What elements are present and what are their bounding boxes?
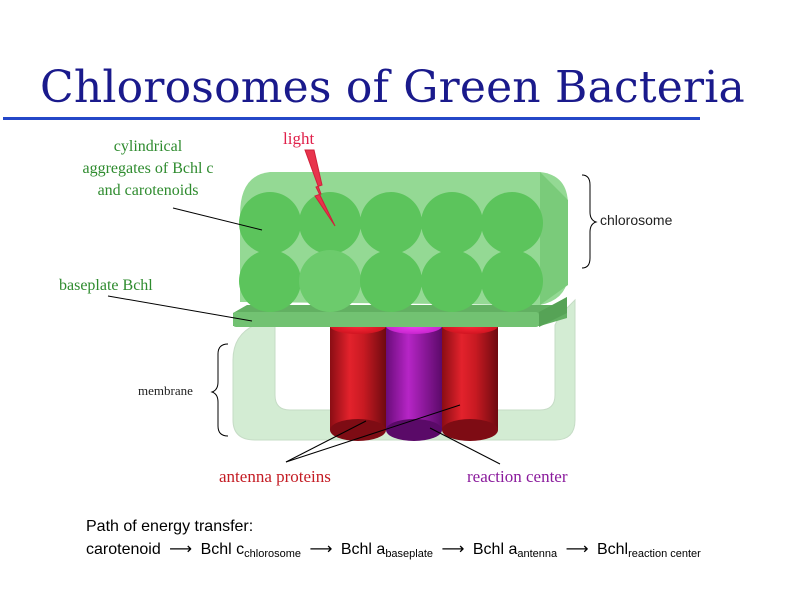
- arrow-icon: ⟶: [441, 539, 465, 558]
- antenna-cylinder-left: [330, 318, 386, 441]
- baseplate: [233, 297, 567, 327]
- light-label: light: [283, 129, 314, 148]
- step-bchl-c: Bchl c: [200, 541, 245, 558]
- step-bchl-rc-sub: reaction center: [628, 548, 701, 560]
- light-bolt-icon: [304, 149, 336, 227]
- page-title: Chlorosomes of Green Bacteria: [40, 62, 745, 113]
- membrane-label: membrane: [138, 383, 193, 398]
- cylinder-end: [299, 250, 361, 312]
- cylinder-end: [421, 192, 483, 254]
- cylinder-end: [421, 250, 483, 312]
- step-bchl-a-baseplate: Bchl a: [340, 541, 386, 558]
- reaction-center-leader-line: [429, 427, 501, 465]
- cylinders-leader-line: [172, 207, 263, 231]
- step-bchl-a-baseplate-sub: baseplate: [385, 548, 434, 560]
- step-carotenoid: carotenoid: [86, 541, 161, 558]
- chlorosome-brace: [581, 174, 598, 269]
- title-underline: [3, 117, 700, 120]
- bchl-c-cylinder-ends: [239, 192, 543, 312]
- cylinder-end: [481, 192, 543, 254]
- cylinder-end: [360, 192, 422, 254]
- arrow-icon: ⟶: [309, 539, 333, 558]
- reaction-center-label: reaction center: [467, 467, 568, 486]
- energy-path: Path of energy transfer: carotenoid ⟶ Bc…: [86, 516, 701, 565]
- energy-path-heading: Path of energy transfer:: [86, 518, 254, 535]
- cylinders-label-line-3: and carotenoids: [98, 182, 199, 199]
- baseplate-label: baseplate Bchl: [59, 277, 153, 294]
- chlorosome-label: chlorosome: [600, 212, 673, 228]
- reaction-center-cylinder: [386, 318, 442, 441]
- energy-path-sequence: carotenoid ⟶ Bchl cchlorosome ⟶ Bchl aba…: [86, 538, 701, 565]
- step-bchl-rc: Bchl: [596, 541, 629, 558]
- cylinder-end: [481, 250, 543, 312]
- antenna-leader-line-right: [285, 404, 461, 463]
- cylinders-label-line-1: cylindrical: [114, 138, 183, 155]
- step-bchl-a-antenna-sub: antenna: [517, 548, 558, 560]
- cylinder-end: [239, 250, 301, 312]
- arrow-icon: ⟶: [565, 539, 589, 558]
- membrane-brace: [210, 343, 229, 437]
- step-bchl-a-antenna: Bchl a: [472, 541, 518, 558]
- arrow-icon: ⟶: [169, 539, 193, 558]
- baseplate-leader-line: [107, 295, 253, 322]
- antenna-label: antenna proteins: [219, 467, 331, 486]
- cylinder-end: [299, 192, 361, 254]
- cylinder-end: [239, 192, 301, 254]
- antenna-cylinder-right: [442, 318, 498, 441]
- cylinder-end: [360, 250, 422, 312]
- step-bchl-c-sub: chlorosome: [244, 548, 301, 560]
- antenna-leader-line-left: [285, 420, 367, 463]
- cylinders-label-line-2: aggregates of Bchl c: [82, 160, 213, 177]
